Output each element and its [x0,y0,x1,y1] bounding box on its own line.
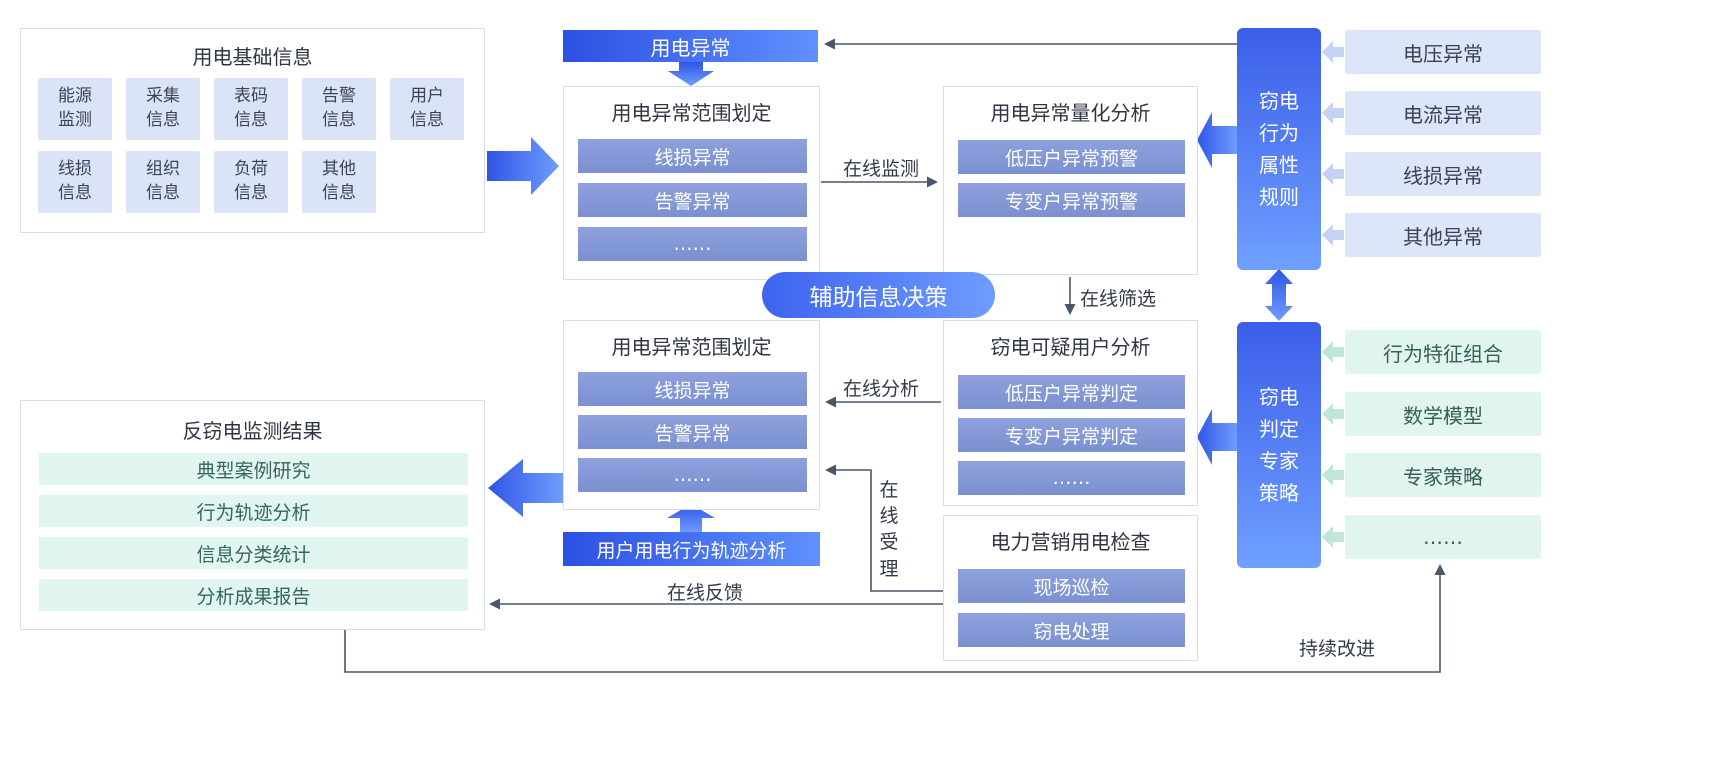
basic-info-panel: 用电基础信息 能源监测 采集信息 表码信息 告警信息 用户信息 线损信息 组织信… [20,28,485,233]
basic-info-title: 用电基础信息 [192,45,313,69]
info-chip-label: 用户信息 [410,86,444,130]
info-chip-label: 其他信息 [322,159,356,203]
anomaly-type-label: 线损异常 [1403,163,1483,188]
edge-label-online-screening: 在线筛选 [1080,288,1157,310]
arrow-trajectory-up [667,504,715,532]
info-chip-label: 采集信息 [146,86,180,130]
results-row-cases: 典型案例研究 [39,453,468,485]
info-chip-lineloss: 线损信息 [38,151,112,213]
inspection-panel: 电力营销用电检查 现场巡检 窃电处理 [943,515,1198,661]
info-chip-energy: 能源监测 [38,78,112,140]
info-chip-user: 用户信息 [390,78,464,140]
quant-panel: 用电异常量化分析 低压户异常预警 专变户异常预警 [943,86,1198,275]
anomaly-type-current: 电流异常 [1345,91,1541,135]
strategy-source-label: 数学模型 [1403,403,1483,428]
strategy-source-label: 行为特征组合 [1383,341,1503,366]
info-chip-label: 线损信息 [58,159,92,203]
arrow-other-to-rules [1322,224,1344,246]
arrow-current-to-rules [1322,102,1344,124]
edge-label-online-monitoring: 在线监测 [842,158,919,180]
connector-online-acceptance [825,464,943,592]
info-chip-label: 告警信息 [322,86,356,130]
edge-label-continuous-improvement: 持续改进 [1298,638,1375,660]
results-title: 反窃电监测结果 [182,419,323,443]
arrow-rules-to-quant [1197,112,1237,168]
scope-top-bar-lineloss: 线损异常 [578,139,807,173]
edge-label-online-acceptance: 在线受理 [879,479,899,580]
scope-bottom-title: 用电异常范围划定 [611,335,772,359]
basic-info-row1: 能源监测 采集信息 表码信息 告警信息 用户信息 [38,78,464,140]
scope-bottom-panel: 用电异常范围划定 线损异常 告警异常 …… [563,320,820,510]
decision-banner: 辅助信息决策 [762,272,995,318]
rules-column-label: 窃电行为属性规则 [1259,89,1299,209]
quant-bar-lowvoltage: 低压户异常预警 [958,140,1185,174]
info-chip-org: 组织信息 [126,151,200,213]
scope-top-bar-more: …… [578,227,807,261]
strategy-column-label: 窃电判定专家策略 [1259,385,1299,505]
strategy-source-expert: 专家策略 [1345,453,1541,497]
scope-bottom-bar-alarm: 告警异常 [578,415,807,449]
anomaly-type-voltage: 电压异常 [1345,30,1541,74]
anomaly-type-label: 电流异常 [1403,102,1483,127]
arrow-lineloss-to-rules [1322,163,1344,185]
inspection-bar-patrol: 现场巡检 [958,569,1185,603]
edge-label-online-feedback: 在线反馈 [666,582,743,604]
info-chip-alarm: 告警信息 [302,78,376,140]
arrow-banner-down [668,62,714,86]
strategy-source-mathmodel: 数学模型 [1345,392,1541,436]
rules-column: 窃电行为属性规则 [1237,28,1321,270]
arrow-mathmodel-to-strategy [1322,403,1344,425]
info-chip-label: 负荷信息 [234,159,268,203]
results-row-classification: 信息分类统计 [39,537,468,569]
info-chip-collection: 采集信息 [126,78,200,140]
arrow-features-to-strategy [1322,341,1344,363]
arrow-basicinfo-to-scope [487,137,559,195]
arrow-more-to-strategy [1322,526,1344,548]
arrow-expert-to-strategy [1322,464,1344,486]
results-row-trajectory: 行为轨迹分析 [39,495,468,527]
basic-info-row2: 线损信息 组织信息 负荷信息 其他信息 [38,151,376,213]
info-chip-meter: 表码信息 [214,78,288,140]
strategy-source-features: 行为特征组合 [1345,330,1541,374]
quant-bar-transformer: 专变户异常预警 [958,183,1185,217]
suspect-bar-transformer: 专变户异常判定 [958,418,1185,452]
info-chip-other: 其他信息 [302,151,376,213]
suspect-panel: 窃电可疑用户分析 低压户异常判定 专变户异常判定 …… [943,320,1198,506]
arrow-rules-strategy-bidirectional [1265,269,1293,321]
scope-bottom-bar-more: …… [578,458,807,492]
quant-title: 用电异常量化分析 [990,101,1151,125]
scope-top-panel: 用电异常范围划定 线损异常 告警异常 …… [563,86,820,280]
strategy-source-more: …… [1345,515,1541,559]
connector-continuous-improvement [344,564,1446,673]
info-chip-label: 表码信息 [234,86,268,130]
trajectory-banner: 用户用电行为轨迹分析 [563,532,820,566]
strategy-source-label: …… [1423,525,1463,549]
inspection-bar-handling: 窃电处理 [958,613,1185,647]
anomaly-type-other: 其他异常 [1345,213,1541,257]
arrow-strategy-to-suspect [1197,409,1237,465]
scope-bottom-bar-lineloss: 线损异常 [578,372,807,406]
suspect-bar-more: …… [958,461,1185,495]
suspect-title: 窃电可疑用户分析 [990,335,1151,359]
strategy-column: 窃电判定专家策略 [1237,322,1321,568]
results-row-report: 分析成果报告 [39,579,468,611]
scope-top-bar-alarm: 告警异常 [578,183,807,217]
edge-label-online-analysis: 在线分析 [842,378,919,400]
info-chip-label: 能源监测 [58,86,92,130]
inspection-title: 电力营销用电检查 [990,530,1151,554]
anomaly-banner: 用电异常 [563,30,818,62]
arrow-voltage-to-rules [1322,41,1344,63]
arrow-scope-to-results [488,459,563,517]
anomaly-type-label: 电压异常 [1403,41,1483,66]
info-chip-label: 组织信息 [146,159,180,203]
anomaly-type-label: 其他异常 [1403,224,1483,249]
strategy-source-label: 专家策略 [1403,464,1483,489]
results-panel: 反窃电监测结果 典型案例研究 行为轨迹分析 信息分类统计 分析成果报告 [20,400,485,630]
anomaly-type-lineloss: 线损异常 [1345,152,1541,196]
suspect-bar-lowvoltage: 低压户异常判定 [958,375,1185,409]
info-chip-load: 负荷信息 [214,151,288,213]
scope-top-title: 用电异常范围划定 [611,101,772,125]
